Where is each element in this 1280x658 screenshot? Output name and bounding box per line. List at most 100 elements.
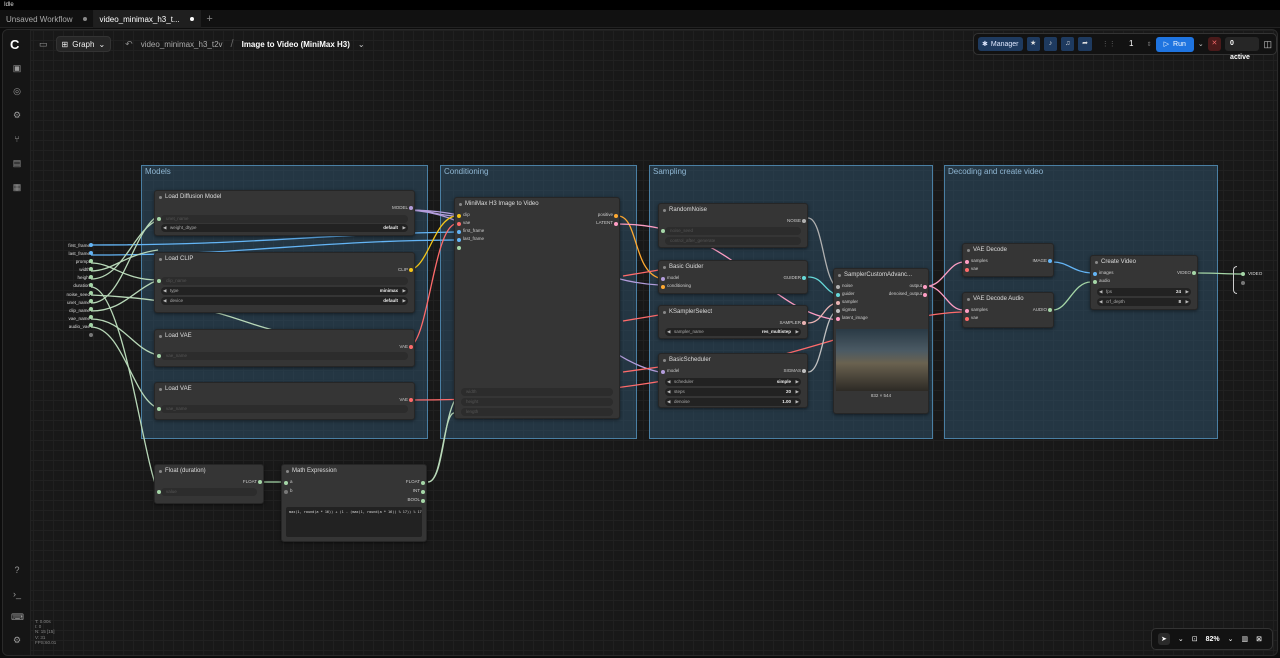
output-slot[interactable] (802, 321, 806, 325)
node-load-vae-audio[interactable]: Load VAE VAE vae_name (154, 382, 415, 420)
arrow-right-icon[interactable]: ▶ (795, 399, 799, 404)
input-slot[interactable] (89, 323, 93, 327)
input-slot[interactable] (157, 407, 161, 411)
arrow-right-icon[interactable]: ▶ (402, 298, 406, 303)
arrow-left-icon[interactable]: ◀ (1099, 299, 1103, 304)
input-slot[interactable] (1093, 280, 1097, 284)
comfy-logo-icon[interactable]: C (10, 37, 20, 52)
node-load-clip[interactable]: Load CLIP CLIP clip_name ◀ type minimax … (154, 252, 415, 313)
output-slot[interactable] (409, 345, 413, 349)
input-slot[interactable] (965, 268, 969, 272)
expression-textarea[interactable]: max(1, round(a * 16)) + (1 - (max(1, rou… (286, 507, 422, 537)
output-slot[interactable] (923, 293, 927, 297)
fit-view-icon[interactable]: ⊡ (1191, 636, 1198, 643)
star-icon[interactable]: ★ (1026, 37, 1040, 51)
node-minimax-h3-image-to-video[interactable]: MiniMax H3 Image to Video clip vae first… (454, 197, 620, 419)
help-icon[interactable]: ? (14, 565, 20, 575)
workflow-name-link[interactable]: video_minimax_h3_t2v (140, 39, 223, 49)
arrow-left-icon[interactable]: ◀ (667, 329, 671, 334)
arrow-left-icon[interactable]: ◀ (667, 389, 671, 394)
images-icon[interactable]: ▣ (12, 63, 22, 73)
control-after-generate-widget[interactable]: control_after_generate (665, 237, 801, 245)
input-slot[interactable] (965, 317, 969, 321)
pointer-icon[interactable]: ➤ (1158, 633, 1170, 645)
output-slot[interactable] (1048, 259, 1052, 263)
input-slot[interactable] (89, 251, 93, 255)
node-load-diffusion-model[interactable]: Load Diffusion Model MODEL unet_name ◀ w… (154, 190, 415, 236)
input-slot[interactable] (157, 279, 161, 283)
panel-toggle-icon[interactable]: ▭ (39, 38, 48, 49)
node-basic-guider[interactable]: Basic Guider model conditioning GUIDER (658, 260, 808, 294)
denoise-widget[interactable]: ◀ denoise 1.00 ▶ (665, 398, 801, 406)
cancel-button[interactable]: ✕ (1207, 37, 1222, 51)
input-slot[interactable] (457, 214, 461, 218)
input-slot[interactable] (457, 238, 461, 242)
output-slot[interactable] (409, 398, 413, 402)
active-queue-label[interactable]: 0 active (1225, 37, 1260, 61)
output-slot[interactable] (614, 222, 618, 226)
input-slot[interactable] (661, 277, 665, 281)
float-value-widget[interactable]: value (161, 488, 257, 496)
input-slot[interactable] (836, 309, 840, 313)
node-ksampler-select[interactable]: KSamplerSelect SAMPLER ◀ sampler_name re… (658, 305, 808, 339)
node-basic-scheduler[interactable]: BasicScheduler model SIGMAS ◀ scheduler … (658, 353, 808, 408)
device-widget[interactable]: ◀ device default ▶ (161, 297, 408, 305)
input-slot[interactable] (457, 222, 461, 226)
templates-icon[interactable]: ▤ (12, 158, 22, 168)
terminal-icon[interactable]: ›_ (12, 589, 21, 599)
tab-video-minimax[interactable]: video_minimax_h3_t... (93, 10, 201, 28)
output-slot[interactable] (802, 369, 806, 373)
input-slot[interactable] (457, 230, 461, 234)
node-math-expression[interactable]: Math Expression a b FLOAT INT BOOL max(1… (281, 464, 427, 542)
type-widget[interactable]: ◀ type minimax ▶ (161, 287, 408, 295)
input-slot[interactable] (965, 309, 969, 313)
output-slot[interactable] (802, 219, 806, 223)
arrow-left-icon[interactable]: ◀ (163, 225, 167, 230)
input-slot[interactable] (661, 229, 665, 233)
bell-alert-icon[interactable]: ♫ (1061, 37, 1075, 51)
output-slot[interactable] (802, 276, 806, 280)
vae-name-widget[interactable]: vae_name (161, 352, 408, 360)
output-slot[interactable] (1048, 308, 1052, 312)
drag-handle-icon[interactable]: ⋮⋮ (1101, 41, 1116, 48)
subgraph-title[interactable]: Image to Video (MiniMax H3) (241, 39, 350, 49)
output-slot[interactable] (1192, 271, 1196, 275)
zoom-level[interactable]: 82% (1205, 635, 1220, 643)
new-tab-button[interactable]: + (206, 13, 213, 25)
input-slot[interactable] (836, 301, 840, 305)
workflows-icon[interactable]: ⑂ (14, 134, 20, 144)
weight-dtype-widget[interactable]: ◀ weight_dtype default ▶ (161, 224, 408, 232)
arrow-right-icon[interactable]: ▶ (795, 329, 799, 334)
input-slot[interactable] (284, 490, 288, 494)
length-widget[interactable]: length (461, 408, 613, 416)
input-slot[interactable] (836, 293, 840, 297)
node-vae-decode-audio[interactable]: VAE Decode Audio samples vae AUDIO (962, 292, 1054, 328)
bell-icon[interactable]: ♪ (1043, 37, 1058, 51)
output-slot[interactable] (421, 499, 425, 503)
steps-widget[interactable]: ◀ steps 20 ▶ (665, 388, 801, 396)
arrow-left-icon[interactable]: ◀ (163, 288, 167, 293)
arrow-right-icon[interactable]: ▶ (402, 288, 406, 293)
arrow-left-icon[interactable]: ◀ (667, 379, 671, 384)
arrow-right-icon[interactable]: ▶ (795, 379, 799, 384)
input-slot[interactable] (457, 246, 461, 250)
settings-gear-icon[interactable]: ⚙ (12, 635, 22, 645)
right-panel-toggle-icon[interactable]: ◫ (1263, 38, 1272, 49)
input-slot[interactable] (89, 291, 93, 295)
input-slot[interactable] (89, 243, 93, 247)
input-slot[interactable] (157, 354, 161, 358)
crf-depth-widget[interactable]: ◀ crf_depth 8 ▶ (1097, 298, 1191, 306)
input-slot[interactable] (89, 283, 93, 287)
height-widget[interactable]: height (461, 398, 613, 406)
node-random-noise[interactable]: RandomNoise NOISE noise_seed control_aft… (658, 203, 808, 248)
output-slot-empty[interactable] (1241, 281, 1245, 285)
input-slot[interactable] (89, 315, 93, 319)
arrow-left-icon[interactable]: ◀ (1099, 289, 1103, 294)
node-vae-decode[interactable]: VAE Decode samples vae IMAGE (962, 243, 1054, 277)
run-button[interactable]: ▷ Run (1155, 36, 1194, 52)
node-float-duration[interactable]: Float (duration) FLOAT value (154, 464, 264, 504)
graph-mode-button[interactable]: ⊞ Graph ⌄ (55, 36, 112, 52)
stepper-icon[interactable]: ⇕ (1146, 41, 1152, 48)
fps-widget[interactable]: ◀ fps 24 ▶ (1097, 288, 1191, 296)
models-icon[interactable]: ◎ (13, 86, 21, 96)
